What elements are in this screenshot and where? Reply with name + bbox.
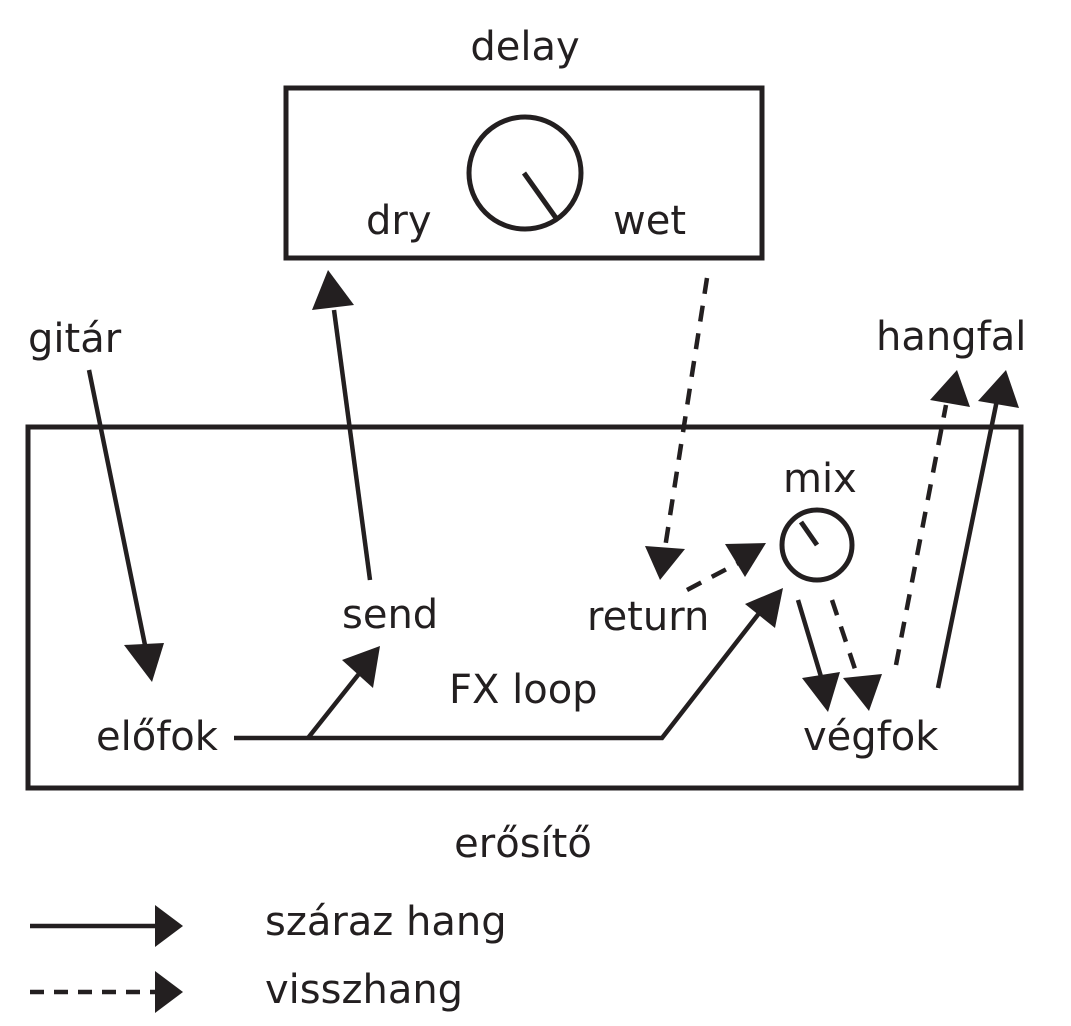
arrowhead-mix-in [745, 588, 783, 628]
amplifier: erősítő előfok send return mix végfok FX… [25, 424, 1024, 867]
arrowhead-return [645, 546, 685, 580]
amplifier-box [25, 424, 1024, 791]
arrowhead-delay-in [312, 270, 354, 310]
send-label: send [342, 592, 438, 638]
preamp-label: előfok [96, 714, 219, 760]
speaker-label: hangfal [876, 314, 1026, 360]
dry-label: dry [366, 198, 432, 244]
legend-label-wet: visszhang [265, 967, 463, 1013]
arrow-return-to-mix [685, 560, 742, 592]
arrowhead-poweramp-dry [802, 672, 840, 712]
guitar-label: gitár [28, 316, 122, 362]
delay-knob-pointer [521, 171, 559, 220]
arrowhead-poweramp-wet [843, 674, 882, 711]
mix-label: mix [783, 456, 857, 502]
legend-dashed-arrowhead [155, 971, 183, 1013]
mix-knob-pointer [798, 520, 820, 547]
arrow-fx-loop-to-mix [234, 610, 762, 741]
arrow-mix-to-poweramp-wet [829, 599, 859, 673]
arrowhead-mix-wet [725, 543, 766, 577]
legend-item-dry: száraz hang [30, 899, 507, 947]
arrow-delay-to-return [662, 277, 710, 549]
arrow-poweramp-to-speaker-wet [893, 404, 949, 666]
arrowhead-speaker-dry [978, 370, 1019, 408]
legend-solid-arrowhead [155, 905, 183, 947]
power-amp-label: végfok [803, 714, 939, 760]
legend-item-wet: visszhang [30, 967, 463, 1013]
wet-label: wet [613, 198, 686, 244]
delay-title: delay [470, 24, 579, 70]
legend-label-dry: száraz hang [265, 899, 507, 945]
arrowhead-preamp [124, 643, 164, 682]
fx-loop-label: FX loop [449, 667, 598, 713]
return-label: return [587, 594, 709, 640]
arrow-poweramp-to-speaker-dry [935, 399, 1000, 689]
arrow-mix-to-poweramp-dry [795, 599, 825, 681]
arrow-preamp-to-send [306, 668, 364, 740]
arrow-send-to-delay [331, 309, 373, 581]
wet-signal-paths [645, 277, 970, 711]
arrowhead-speaker-wet [930, 370, 970, 407]
arrowhead-send [342, 646, 380, 688]
amplifier-title: erősítő [454, 821, 592, 867]
delay-unit: delay dry wet [283, 24, 765, 261]
legend: száraz hang visszhang [30, 899, 507, 1013]
dry-signal-paths [86, 270, 1019, 741]
arrow-guitar-to-preamp [86, 369, 149, 651]
delay-box [283, 85, 765, 261]
